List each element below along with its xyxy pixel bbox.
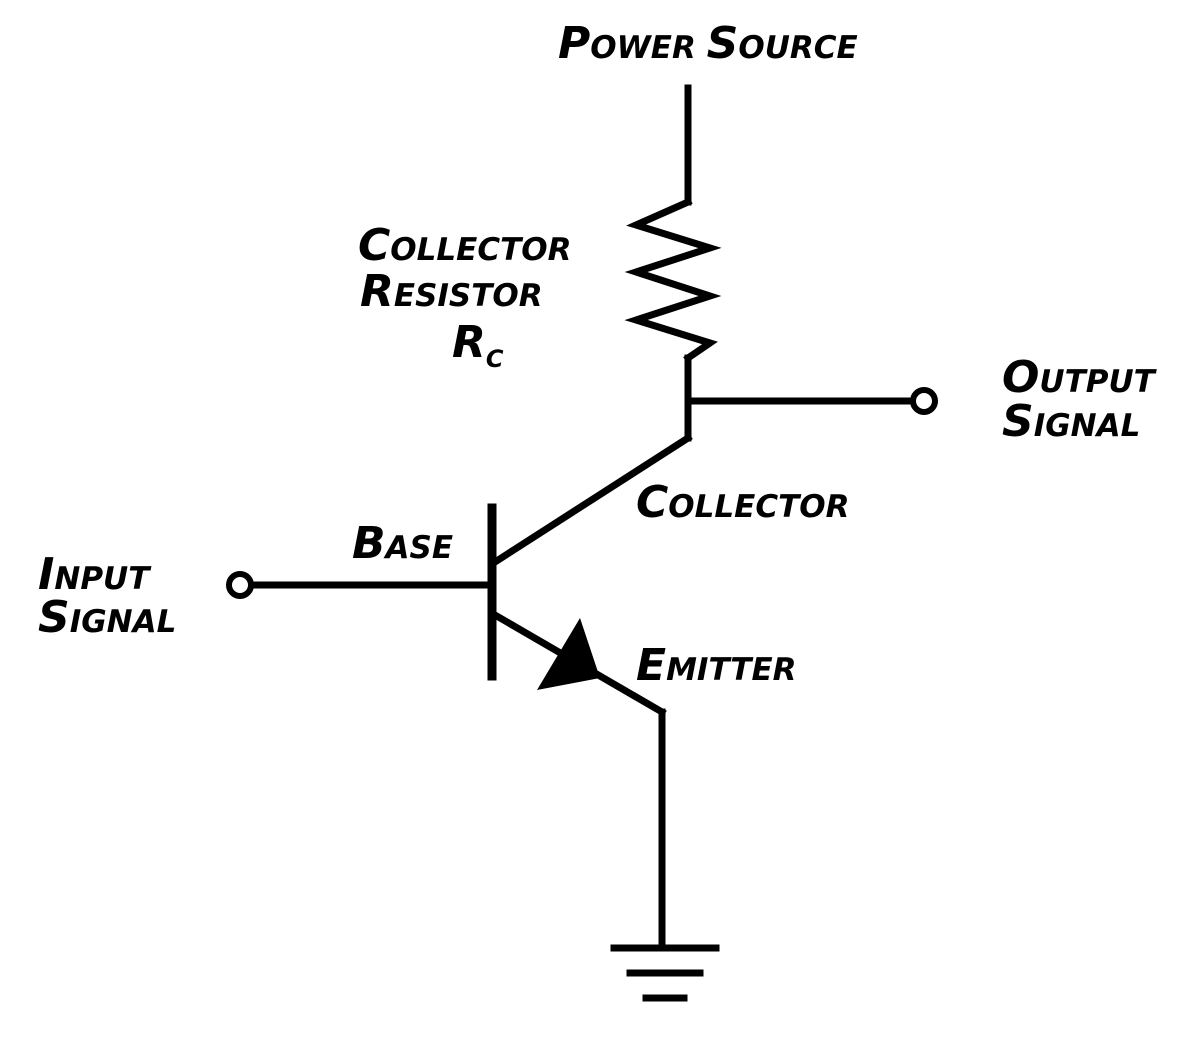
label-power-source: POWER SOURCE: [558, 18, 858, 69]
label-rc: RC: [452, 317, 504, 373]
label-emitter: EMITTER: [636, 640, 797, 691]
emitter-arrow: [537, 618, 600, 690]
label-base: BASE: [352, 518, 453, 569]
label-collector-resistor-line1: COLLECTOR: [358, 220, 571, 271]
label-output-line2: SIGNAL: [1002, 396, 1140, 447]
label-input-line2: SIGNAL: [38, 592, 176, 643]
input-terminal: [226, 571, 254, 599]
collector-resistor: [624, 197, 722, 363]
output-terminal: [910, 387, 938, 415]
collector-lead: [490, 433, 693, 567]
label-collector: COLLECTOR: [636, 477, 849, 528]
label-output-line1: OUTPUT: [1002, 352, 1158, 403]
label-input-line1: INPUT: [38, 549, 152, 600]
label-collector-resistor-line2: RESISTOR: [360, 266, 543, 317]
